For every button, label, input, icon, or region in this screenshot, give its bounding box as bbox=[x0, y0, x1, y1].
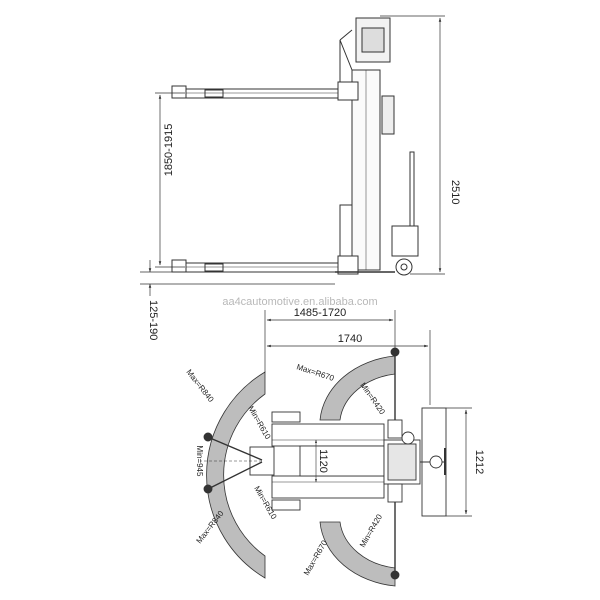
arm-pad-lower-left bbox=[203, 484, 213, 494]
lower-arm bbox=[171, 255, 359, 275]
top-dimensions bbox=[264, 310, 472, 517]
side-view bbox=[171, 17, 419, 276]
right-bottom-swing-zone bbox=[319, 521, 396, 587]
right-top-swing-zone bbox=[319, 355, 396, 421]
dim-height-total: 2510 bbox=[449, 180, 461, 204]
dim-outer-width: 1740 bbox=[338, 333, 362, 345]
transport-wheel bbox=[395, 258, 413, 276]
top-view-swing-zones bbox=[206, 355, 396, 587]
upper-arm bbox=[171, 81, 359, 101]
radius-max-right-bottom: Max=R670 bbox=[302, 538, 330, 577]
bottom-beam bbox=[271, 475, 385, 499]
dim-lift-height: 1850-1915 bbox=[163, 124, 175, 177]
radius-max-right-top: Max=R670 bbox=[295, 362, 335, 383]
side-dimensions bbox=[140, 15, 445, 296]
top-view-wheel bbox=[429, 455, 443, 469]
left-swing-zone bbox=[206, 371, 266, 579]
watermark: aa4cautomotive.en.alibaba.com bbox=[222, 296, 377, 308]
top-beam bbox=[271, 423, 385, 447]
dim-arm-height: 125-190 bbox=[147, 300, 159, 340]
dim-depth: 1212 bbox=[473, 450, 485, 474]
radius-min-left-top: Min=R610 bbox=[246, 405, 272, 442]
dim-inner-width-range: 1485-1720 bbox=[294, 307, 347, 319]
radius-min-right-bottom: Min=R420 bbox=[358, 512, 384, 549]
top-view-body bbox=[200, 347, 447, 580]
column-brace-lower bbox=[339, 204, 352, 261]
arm-pad-upper-left bbox=[203, 432, 213, 442]
radius-min-right-top: Min=R420 bbox=[358, 381, 387, 417]
control-box bbox=[381, 95, 395, 135]
dim-inner-width: 1120 bbox=[317, 449, 329, 473]
dim-between-posts: Min=945 bbox=[195, 446, 204, 477]
radius-max-left-top: Max=R840 bbox=[184, 368, 215, 405]
